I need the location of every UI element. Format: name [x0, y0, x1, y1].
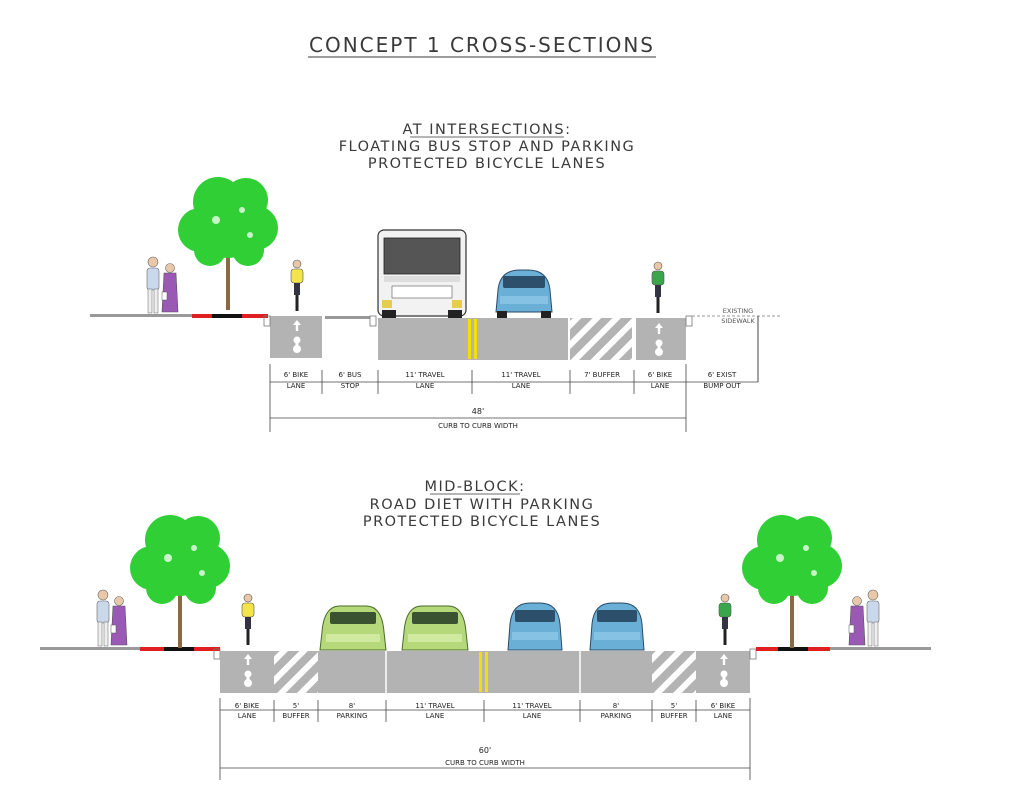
car-icon	[589, 602, 645, 651]
svg-text:ROAD DIET WITH PARKING: ROAD DIET WITH PARKING	[370, 497, 595, 513]
svg-text:CONCEPT 1 CROSS-SECTIONS: CONCEPT 1 CROSS-SECTIONS	[309, 33, 655, 57]
sidewalk-left	[90, 314, 265, 317]
section1-street: EXISTING SIDEWALK	[90, 307, 780, 382]
svg-text:5': 5'	[671, 702, 677, 710]
section1-heading: AT INTERSECTIONS: FLOATING BUS STOP AND …	[339, 122, 636, 172]
svg-text:60': 60'	[479, 746, 491, 755]
svg-text:LANE: LANE	[651, 382, 670, 390]
car-icon	[401, 605, 469, 651]
svg-text:6' BIKE: 6' BIKE	[711, 702, 735, 710]
car-icon	[507, 602, 563, 651]
travel-lanes	[378, 318, 568, 360]
cyclist-icon	[290, 259, 304, 312]
buffer-hatch-right	[652, 651, 696, 693]
section1-tree	[178, 177, 278, 310]
svg-text:PROTECTED BICYCLE LANES: PROTECTED BICYCLE LANES	[368, 156, 606, 172]
svg-text:CURB TO CURB WIDTH: CURB TO CURB WIDTH	[438, 422, 518, 430]
svg-text:6' EXIST: 6' EXIST	[708, 371, 737, 379]
svg-text:LANE: LANE	[714, 712, 733, 720]
cyclist-icon	[651, 261, 665, 314]
svg-text:CURB TO CURB WIDTH: CURB TO CURB WIDTH	[445, 759, 525, 767]
svg-text:LANE: LANE	[287, 382, 306, 390]
svg-text:LANE: LANE	[416, 382, 435, 390]
buffer-hatch	[570, 318, 632, 360]
svg-text:8': 8'	[613, 702, 619, 710]
svg-text:PARKING: PARKING	[601, 712, 632, 720]
svg-text:MID-BLOCK:: MID-BLOCK:	[424, 479, 525, 495]
svg-text:FLOATING BUS STOP AND PARKING: FLOATING BUS STOP AND PARKING	[339, 139, 636, 155]
section2-dimensions: 6' BIKE LANE 5' BUFFER 8' PARKING 11' TR…	[219, 698, 751, 780]
section1-dimensions: 6' BIKE LANE 6' BUS STOP 11' TRAVEL LANE…	[269, 364, 758, 432]
svg-text:LANE: LANE	[512, 382, 531, 390]
svg-text:11' TRAVEL: 11' TRAVEL	[405, 371, 444, 379]
svg-text:6' BIKE: 6' BIKE	[648, 371, 672, 379]
svg-text:STOP: STOP	[341, 382, 359, 390]
tree-icon	[742, 515, 842, 648]
cyclist-icon	[241, 593, 255, 646]
pedestrian-icon	[146, 256, 160, 314]
pedestrian-icon	[96, 589, 110, 647]
svg-text:11' TRAVEL: 11' TRAVEL	[512, 702, 551, 710]
svg-text:7' BUFFER: 7' BUFFER	[584, 371, 620, 379]
svg-text:8': 8'	[349, 702, 355, 710]
section2-street	[40, 647, 931, 693]
svg-text:48': 48'	[472, 407, 484, 416]
sidewalk-left	[40, 647, 220, 650]
bus-stop-island	[325, 316, 370, 319]
pedestrian-icon	[866, 589, 880, 647]
svg-text:BUMP OUT: BUMP OUT	[703, 382, 741, 390]
sidewalk-right	[756, 647, 931, 650]
pedestrian-icon	[110, 596, 128, 646]
svg-text:LANE: LANE	[426, 712, 445, 720]
svg-text:EXISTING: EXISTING	[723, 307, 753, 315]
car-icon	[319, 605, 387, 651]
car-icon	[495, 269, 553, 318]
svg-text:11' TRAVEL: 11' TRAVEL	[415, 702, 454, 710]
svg-text:11' TRAVEL: 11' TRAVEL	[501, 371, 540, 379]
cyclist-icon	[718, 593, 732, 646]
svg-text:PARKING: PARKING	[337, 712, 368, 720]
buffer-hatch-left	[274, 651, 318, 693]
svg-text:5': 5'	[293, 702, 299, 710]
bus-icon	[377, 229, 467, 318]
svg-text:6' BUS: 6' BUS	[339, 371, 363, 379]
svg-text:BUFFER: BUFFER	[282, 712, 309, 720]
svg-text:6' BIKE: 6' BIKE	[235, 702, 259, 710]
page-title: CONCEPT 1 CROSS-SECTIONS	[308, 33, 656, 58]
svg-text:AT INTERSECTIONS:: AT INTERSECTIONS:	[403, 122, 572, 138]
svg-text:LANE: LANE	[523, 712, 542, 720]
tree-icon	[178, 177, 278, 310]
svg-text:SIDEWALK: SIDEWALK	[721, 317, 755, 325]
svg-text:PROTECTED BICYCLE LANES: PROTECTED BICYCLE LANES	[363, 514, 601, 530]
section2-heading: MID-BLOCK: ROAD DIET WITH PARKING PROTEC…	[363, 479, 601, 530]
tree-icon	[130, 515, 230, 648]
svg-text:BUFFER: BUFFER	[660, 712, 687, 720]
svg-text:6' BIKE: 6' BIKE	[284, 371, 308, 379]
pedestrian-icon	[161, 263, 179, 313]
pedestrian-icon	[848, 596, 866, 646]
svg-text:LANE: LANE	[238, 712, 257, 720]
